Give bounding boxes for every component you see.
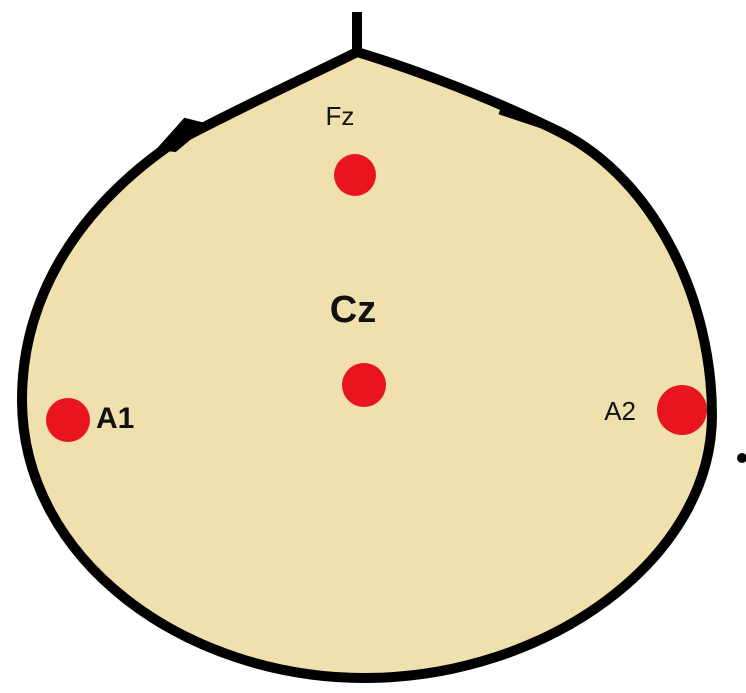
electrode-fz bbox=[334, 154, 376, 196]
sketch-dot-right-edge bbox=[737, 453, 746, 463]
label-cz: Cz bbox=[330, 289, 376, 331]
label-fz: Fz bbox=[326, 101, 355, 131]
electrode-cz bbox=[342, 363, 386, 407]
electrode-a1 bbox=[46, 398, 90, 442]
label-a1: A1 bbox=[96, 402, 134, 435]
label-a2: A2 bbox=[604, 396, 636, 426]
electrode-a2 bbox=[657, 385, 707, 435]
